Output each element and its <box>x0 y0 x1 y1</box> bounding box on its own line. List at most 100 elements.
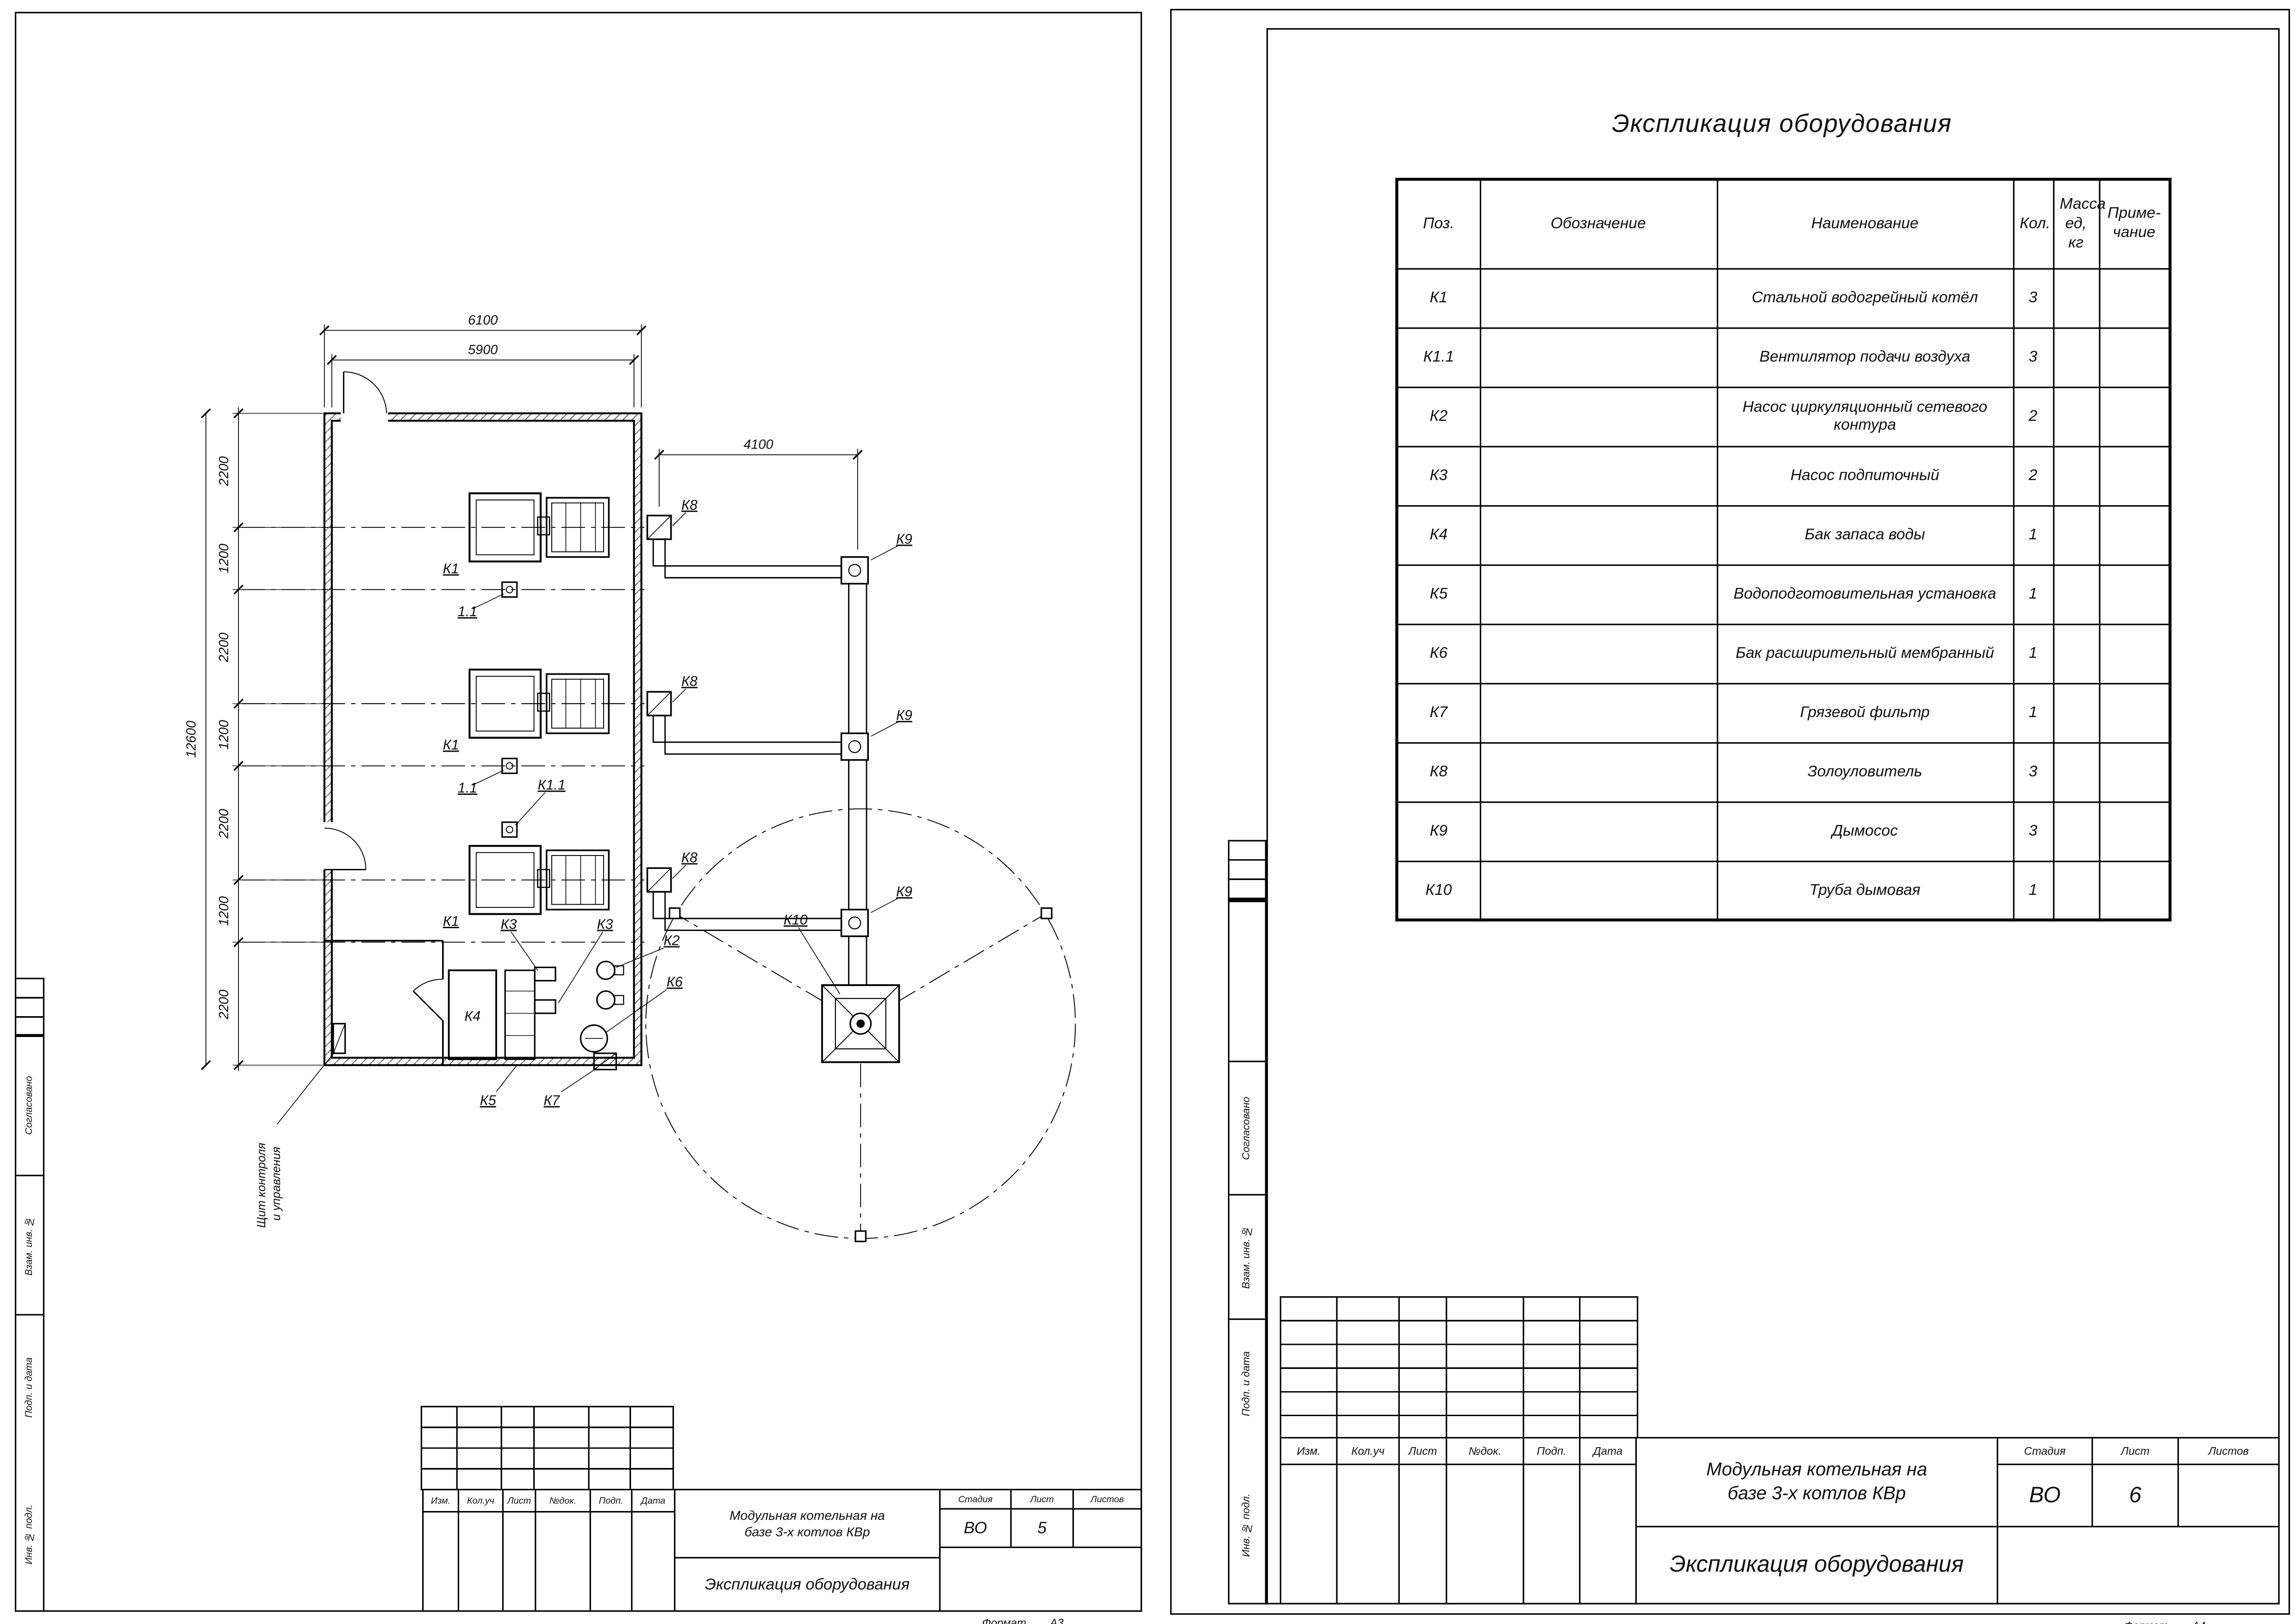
change-col-koluch: Кол.уч <box>459 1490 504 1511</box>
change-col-list: Лист <box>1400 1438 1447 1464</box>
col-header-pos: Поз. <box>1396 178 1481 269</box>
sheets-label: Листов <box>1090 1494 1124 1505</box>
titleblock-extension <box>420 1405 674 1491</box>
margin-labels-column: Согласовано Взам. инв. № Подп. и дата Ин… <box>1228 840 1266 1605</box>
dim-2200: 2200 <box>217 632 231 662</box>
equip-mass <box>2052 504 2100 565</box>
door-opening <box>318 822 333 870</box>
pump-k2 <box>596 961 616 980</box>
equip-name: Дымосос <box>1716 800 2014 862</box>
dim-1200: 1200 <box>217 720 231 750</box>
equip-designation <box>1479 682 1718 743</box>
sheets-label: Листов <box>2208 1444 2249 1458</box>
dim-2200: 2200 <box>217 456 231 487</box>
label-fan-1-1: 1.1 <box>458 780 477 796</box>
guy-anchor <box>668 907 681 919</box>
change-col-ndok: №док. <box>536 1490 591 1511</box>
label-control-panel: Щит контроля и управления <box>255 1139 283 1228</box>
sheet-label: Лист <box>2093 1438 2179 1464</box>
equip-designation <box>1479 326 1718 387</box>
equip-pos: К4 <box>1396 504 1481 565</box>
equip-qty: 1 <box>2012 623 2054 684</box>
equip-pos: К10 <box>1396 860 1481 921</box>
equip-qty: 2 <box>2012 386 2054 447</box>
dim-4100: 4100 <box>743 437 773 452</box>
margin-empty-cell <box>1229 900 1265 1061</box>
stage-label: Стадия <box>941 1490 1012 1508</box>
margin-label-inv-podl: Инв. № подл. <box>1242 1494 1253 1558</box>
dim-1200: 1200 <box>217 543 231 573</box>
label-k10: К10 <box>784 912 808 928</box>
equip-name: Вентилятор подачи воздуха <box>1716 326 2014 387</box>
equip-qty: 2 <box>2012 445 2054 506</box>
equip-qty: 3 <box>2012 267 2054 328</box>
project-name-line1: Модульная котельная на <box>730 1507 885 1523</box>
equip-name: Водоподготовительная установка <box>1716 563 2014 625</box>
pump-k2 <box>596 990 616 1010</box>
project-name-line2: базе 3-х котлов КВр <box>1727 1482 1906 1503</box>
equip-name: Грязевой фильтр <box>1716 682 2014 743</box>
sheet-a3-plan: 6100 5900 4100 2200 1200 2200 1200 2200 … <box>15 12 1142 1624</box>
label-k6: К6 <box>667 974 683 990</box>
margin-label-soglasovano: Согласовано <box>1229 1061 1265 1194</box>
building-walls <box>318 371 642 1066</box>
table-header-row: Поз. Обозначение Наименование Кол. Масса… <box>1396 178 2171 269</box>
equip-qty: 1 <box>2012 504 2054 565</box>
equip-note <box>2098 623 2171 684</box>
label-k3: К3 <box>501 916 517 932</box>
equip-designation <box>1479 504 1718 565</box>
sheet-label: Лист <box>1012 1490 1074 1508</box>
equip-mass <box>2052 860 2100 921</box>
equip-name: Насос подпиточный <box>1716 445 2014 506</box>
equip-pos: К5 <box>1396 563 1481 625</box>
equip-note <box>2098 267 2171 328</box>
boiler-k1 <box>468 668 610 739</box>
equip-note <box>2098 563 2171 625</box>
door-opening <box>341 409 388 424</box>
format-note: ФорматА4 <box>2124 1619 2206 1624</box>
col-header-name: Наименование <box>1716 178 2014 269</box>
label-fan-1-1: 1.1 <box>458 604 477 619</box>
table-title: Экспликация оборудования <box>1612 109 1952 138</box>
equip-pos: К9 <box>1396 800 1481 862</box>
equip-pos: К2 <box>1396 386 1481 447</box>
label-k2: К2 <box>664 933 680 949</box>
equip-mass <box>2052 326 2100 387</box>
ash-collectors-k8 <box>646 512 686 893</box>
dimension-flue <box>654 449 863 550</box>
dirt-filter-k7 <box>593 1052 617 1071</box>
boiler-k1 <box>468 845 610 915</box>
titleblock-a4: Изм. Кол.уч Лист №док. Подп. Дата Модуль <box>1279 1437 2280 1605</box>
equip-designation <box>1479 386 1718 447</box>
sheet-a4-specification: Согласовано Взам. инв. № Подп. и дата Ин… <box>1170 9 2290 1624</box>
project-name-line1: Модульная котельная на <box>1706 1459 1927 1480</box>
margin-label-podp-data: Подп. и дата <box>16 1314 43 1459</box>
boiler-k1 <box>468 492 610 562</box>
document-title: Экспликация оборудования <box>705 1575 910 1593</box>
change-col-podp: Подп. <box>591 1490 633 1511</box>
stage-value: ВО <box>941 1509 1012 1547</box>
equip-name: Труба дымовая <box>1716 860 2014 921</box>
sheets-count <box>2179 1465 2278 1526</box>
fan-units <box>472 581 546 838</box>
label-k3: К3 <box>597 916 613 932</box>
label-control-panel-line1: Щит контроля <box>255 1143 268 1228</box>
change-col-koluch: Кол.уч <box>1338 1438 1400 1464</box>
equip-pos: К1.1 <box>1396 326 1481 387</box>
col-header-note: Приме-чание <box>2098 178 2171 269</box>
equip-designation <box>1479 860 1718 921</box>
project-name-line2: базе 3-х котлов КВр <box>744 1524 870 1539</box>
pump-k3 <box>534 967 556 982</box>
dimension-chain <box>200 407 244 1071</box>
equip-qty: 3 <box>2012 741 2054 802</box>
equip-note <box>2098 445 2171 506</box>
label-k11: К1.1 <box>538 777 566 793</box>
format-label: Формат <box>2124 1619 2168 1624</box>
